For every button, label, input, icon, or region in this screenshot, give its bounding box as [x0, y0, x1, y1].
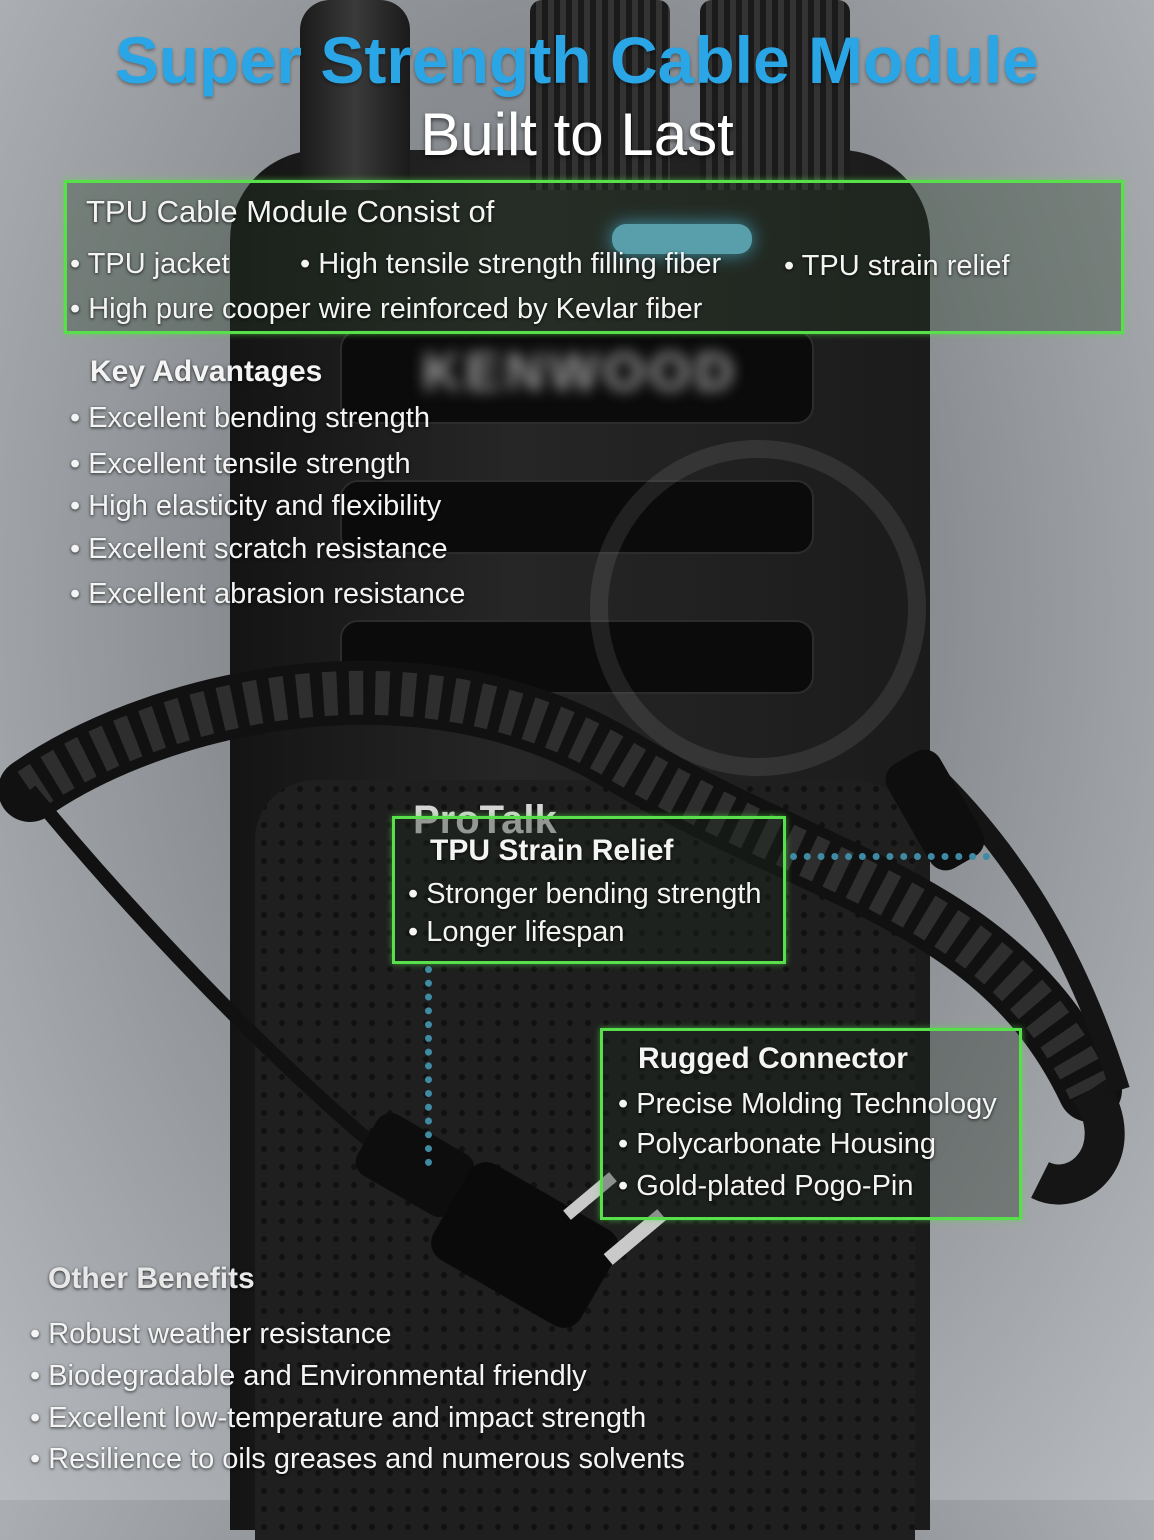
volume-knob	[700, 0, 850, 190]
key-advantages-heading: Key Advantages	[90, 355, 323, 388]
strain-relief-item: • Stronger bending strength	[408, 878, 762, 910]
radio-antenna	[300, 0, 410, 190]
other-benefit-item: • Resilience to oils greases and numerou…	[30, 1443, 685, 1475]
model-logo: ProTalk	[413, 798, 557, 842]
key-advantage-item: • Excellent scratch resistance	[70, 533, 448, 565]
other-benefits-heading: Other Benefits	[48, 1262, 255, 1295]
rugged-connector-heading: Rugged Connector	[638, 1042, 908, 1075]
status-led	[612, 224, 752, 254]
other-benefit-item: • Biodegradable and Environmental friend…	[30, 1360, 587, 1392]
key-advantage-item: • Excellent tensile strength	[70, 448, 411, 480]
key-advantage-item: • Excellent abrasion resistance	[70, 578, 466, 610]
key-advantage-item: • Excellent bending strength	[70, 402, 430, 434]
tpu-module-item: • High tensile strength filling fiber	[300, 248, 722, 280]
tpu-module-item: • High pure cooper wire reinforced by Ke…	[70, 293, 703, 325]
channel-knob	[530, 0, 670, 190]
other-benefit-item: • Robust weather resistance	[30, 1318, 392, 1350]
page-subtitle: Built to Last	[420, 101, 734, 168]
coiled-cable-graphic	[0, 660, 1130, 1328]
tpu-module-item: • TPU jacket	[70, 248, 230, 280]
other-benefit-item: • Excellent low-temperature and impact s…	[30, 1402, 647, 1434]
rugged-connector-item: • Gold-plated Pogo-Pin	[618, 1170, 914, 1202]
strain-relief-connector-line	[790, 853, 990, 860]
page-title: Super Strength Cable Module	[114, 23, 1040, 97]
strain-relief-box	[392, 816, 786, 964]
key-advantage-item: • High elasticity and flexibility	[70, 490, 442, 522]
tpu-module-box	[64, 180, 1124, 334]
product-photo-background: KENWOOD ProTalk	[0, 0, 1130, 1540]
tpu-module-heading: TPU Cable Module Consist of	[86, 194, 495, 229]
strain-relief-item: • Longer lifespan	[408, 916, 625, 948]
rugged-connector-item: • Precise Molding Technology	[618, 1088, 997, 1120]
rugged-connector-item: • Polycarbonate Housing	[618, 1128, 937, 1160]
strain-relief-connector-line	[425, 966, 432, 1166]
strain-relief-heading: TPU Strain Relief	[430, 834, 674, 867]
rugged-connector-box	[600, 1028, 1022, 1220]
tpu-module-item: • TPU strain relief	[784, 250, 1010, 282]
brand-logo: KENWOOD	[422, 342, 738, 402]
